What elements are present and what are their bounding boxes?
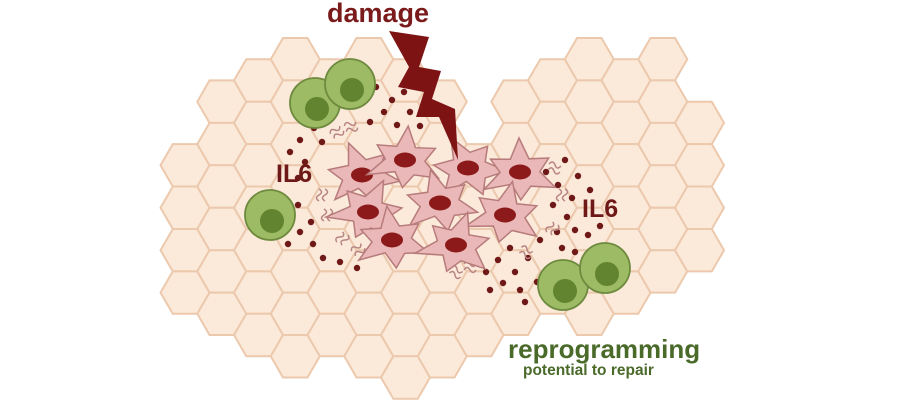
il6-dot (549, 201, 557, 209)
il6-dot (554, 181, 562, 189)
il6-dot (319, 254, 327, 262)
nucleus (381, 232, 403, 248)
il6-dot (536, 236, 544, 244)
il6-dot (286, 148, 294, 156)
il6-dot (482, 268, 490, 276)
signal-wave (345, 127, 359, 132)
il6-dot (568, 194, 576, 202)
nucleus (509, 164, 531, 180)
signal-wave (315, 188, 323, 202)
signal-wave (321, 188, 329, 202)
green-cell-icon (324, 58, 376, 110)
green-cells (244, 58, 631, 311)
signal-wave (340, 234, 350, 246)
signal-wave (550, 224, 560, 236)
il6-dot (558, 244, 566, 252)
il6-dot (584, 231, 592, 239)
green-cell-nucleus (260, 209, 284, 233)
il6-dot (506, 244, 514, 252)
il6-dot (309, 240, 317, 248)
signal-wave (329, 126, 341, 134)
il6-dot (586, 186, 594, 194)
nucleus (351, 167, 373, 183)
green-cell-nucleus (305, 97, 329, 121)
il6-dot (353, 264, 361, 272)
nucleus (457, 160, 479, 176)
nucleus (394, 152, 416, 168)
senescent-cell-icon (482, 136, 558, 202)
il6-dot (521, 298, 529, 306)
signal-wave (350, 243, 362, 252)
senescent-cell-icon (431, 135, 509, 196)
il6-dot (596, 222, 604, 230)
il6-dot (294, 201, 302, 209)
il6-dot (296, 228, 304, 236)
signal-wave (555, 188, 563, 202)
signal-wave (335, 231, 345, 243)
il6-dot (494, 256, 502, 264)
il6-label-left: IL6 (276, 160, 313, 188)
signal-wave (545, 221, 555, 233)
signal-wave (354, 248, 366, 256)
il6-dot (393, 121, 401, 129)
senescent-cells (323, 124, 558, 273)
senescent-cell-icon (364, 124, 441, 189)
senescent-cell-icon (462, 179, 539, 244)
damage-label: damage (327, 0, 430, 28)
il6-dot (336, 258, 344, 266)
nucleus (357, 204, 379, 220)
lightning-bolt-icon (389, 31, 458, 160)
il6-dot (542, 168, 550, 176)
signal-wave (518, 250, 532, 260)
nucleus (494, 207, 516, 223)
il6-dot (516, 286, 524, 294)
green-cell-nucleus (340, 78, 364, 102)
il6-dot (301, 158, 309, 166)
il6-dot (416, 122, 424, 130)
il6-dot (307, 218, 315, 226)
il6-dot (561, 156, 569, 164)
signal-wave (520, 245, 534, 254)
signal-wave (320, 208, 328, 222)
il6-dot (284, 240, 292, 248)
il6-dot (406, 108, 414, 116)
signal-wave (333, 130, 345, 139)
green-cell-nucleus (595, 262, 619, 286)
hexagon-cell (673, 228, 726, 273)
signal-wave (463, 266, 477, 274)
il6-dot (571, 226, 579, 234)
il6-dot (318, 138, 326, 146)
signal-wave (561, 188, 569, 202)
il6-label-right: IL6 (582, 195, 619, 223)
il6-dot (294, 174, 302, 182)
green-cell-nucleus (553, 279, 577, 303)
il6-dot (574, 172, 582, 180)
reprogramming-label: reprogramming (508, 334, 701, 364)
potential-to-repair-label: potential to repair (523, 362, 654, 379)
green-cell-icon (579, 242, 631, 294)
il6-dot (563, 213, 571, 221)
il6-dot (571, 248, 579, 256)
il6-dot (388, 96, 396, 104)
signal-wave (548, 161, 562, 169)
senescent-cell-icon (412, 210, 491, 273)
il6-dot (499, 279, 507, 287)
il6-dot (366, 118, 374, 126)
lightning-bolt-shape (389, 31, 458, 160)
il6-dot (486, 286, 494, 294)
il6-dot (296, 136, 304, 144)
il6-dot (400, 88, 408, 96)
green-cell-icon (244, 189, 296, 241)
nucleus (429, 195, 451, 211)
nucleus (445, 237, 467, 253)
signal-wave (448, 270, 462, 280)
il6-dot (511, 268, 519, 276)
senescent-cell-icon (356, 204, 431, 270)
signal-wave (547, 167, 561, 175)
il6-dot (380, 108, 388, 116)
signal-wave (343, 121, 357, 127)
